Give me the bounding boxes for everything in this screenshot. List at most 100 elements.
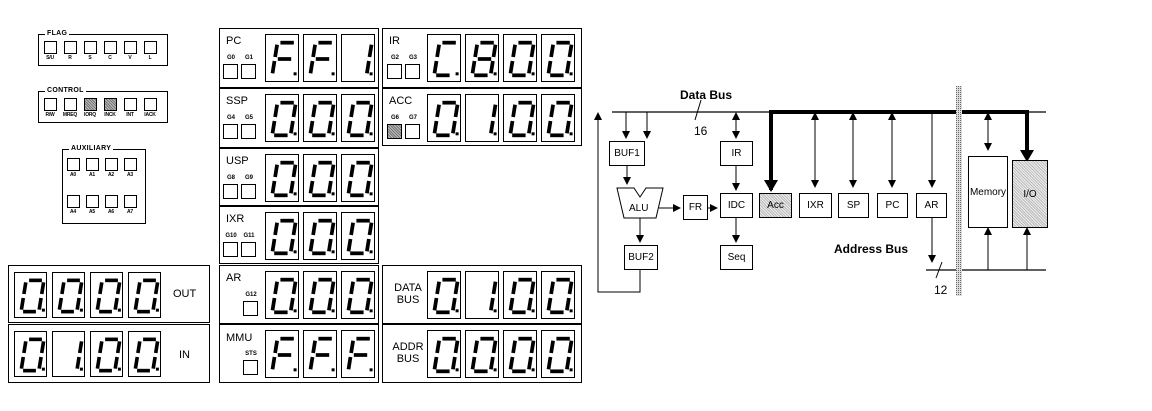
control-lamp-0 (44, 98, 57, 111)
control-lamp-1-label: MREQ (62, 112, 78, 118)
seven-segment-icon (508, 100, 536, 138)
auxiliary-lamp-6 (105, 195, 118, 208)
auxiliary-lamp-3 (124, 158, 137, 171)
flag-lamp-2 (84, 41, 97, 54)
out-label: OUT (173, 288, 197, 300)
ssp-digit-2: 0 (341, 94, 375, 142)
acc-gate-0 (387, 124, 402, 139)
auxiliary-lamp-1-label: A1 (89, 172, 95, 178)
pc-gate-1 (241, 64, 256, 79)
block-fr: FR (683, 195, 708, 220)
block-memory: Memory (968, 156, 1008, 228)
seven-segment-icon (133, 278, 160, 314)
in-label: IN (179, 349, 190, 361)
register-name-ir: IR (389, 35, 400, 47)
seven-segment-icon (19, 278, 46, 314)
usp-digit-2: 0 (341, 154, 375, 202)
ir-gate-0 (387, 64, 402, 79)
acc-digit-0: 0 (427, 94, 461, 142)
auxiliary-title: AUXILIARY (69, 145, 114, 152)
ar-digit-1: 0 (303, 271, 337, 319)
register-name-mmu: MMU (226, 332, 253, 344)
mmu-digit-0: F (265, 330, 299, 378)
ir-gate-0-label: G2 (390, 55, 399, 61)
acc-thick-arrow (764, 180, 778, 192)
acc-digit-3: 0 (541, 94, 575, 142)
block-alu: ALU (629, 203, 649, 214)
ixr-gate-1-label: G11 (243, 233, 255, 239)
seven-segment-icon (365, 44, 374, 76)
seven-segment-icon (19, 337, 46, 373)
ir-digit-1: 8 (465, 34, 499, 82)
data-bus-digit-3: 0 (541, 271, 575, 319)
data-bus-width-label: 16 (694, 124, 708, 138)
alu-shape (616, 187, 664, 219)
ixr-gate-1 (241, 242, 256, 257)
cpu-block-diagram (594, 86, 1046, 296)
seven-segment-icon (270, 277, 298, 315)
seven-segment-icon (308, 100, 336, 138)
chip-boundary (956, 86, 962, 296)
auxiliary-lamp-7 (124, 195, 137, 208)
seven-segment-icon (489, 104, 498, 136)
block-idc: IDC (720, 193, 753, 218)
block-seq: Seq (720, 245, 753, 270)
control-lamp-2 (84, 98, 97, 111)
data-bus-name-line2: BUS (396, 294, 420, 306)
seven-segment-icon (308, 160, 336, 198)
data-bus-width-slash (694, 99, 702, 121)
mmu-gate-0 (243, 360, 258, 375)
flag-lamp-1 (64, 41, 77, 54)
control-lamp-2-label: IORQ (84, 112, 96, 118)
block-acc: Acc (759, 193, 792, 218)
control-lamp-3-label: INCK (104, 112, 116, 118)
seven-segment-icon (432, 336, 460, 374)
block-ixr: IXR (799, 193, 832, 218)
usp-digit-0: 0 (265, 154, 299, 202)
register-name-ar: AR (226, 272, 242, 284)
addr-bus-name-line1: ADDR (392, 341, 424, 353)
seven-segment-icon (270, 160, 298, 198)
seven-segment-icon (75, 341, 84, 371)
seven-segment-icon (432, 40, 459, 78)
seven-segment-icon (270, 100, 298, 138)
flag-lamp-5-label: L (148, 55, 152, 61)
acc-digit-1: 1 (465, 94, 499, 142)
register-name-pc: PC (226, 35, 242, 47)
block-ar: AR (916, 193, 947, 218)
seven-segment-icon (57, 278, 84, 314)
ar-digit-0: 0 (265, 271, 299, 319)
ixr-gate-0 (223, 242, 238, 257)
seven-segment-icon (95, 278, 122, 314)
flag-lamp-3-label: C (108, 55, 112, 61)
flag-lamp-0-label: S/U (46, 55, 54, 61)
data-bus-digit-1: 1 (465, 271, 499, 319)
addr-bus-name: ADDR BUS (391, 341, 425, 365)
out-digit-0: 0 (14, 272, 47, 318)
pc-digit-1: F (303, 34, 337, 82)
flag-lamp-4-label: V (128, 55, 132, 61)
mmu-digit-2: F (341, 330, 375, 378)
in-digit-1: 1 (52, 331, 85, 377)
register-name-acc: ACC (389, 95, 413, 107)
ir-digit-0: C (427, 34, 461, 82)
auxiliary-lamp-5-label: A5 (89, 209, 95, 215)
pc-gate-1-label: G1 (244, 55, 253, 61)
flag-lamp-5 (144, 41, 157, 54)
auxiliary-lamp-6-label: A6 (108, 209, 114, 215)
flag-lamp-1-label: R (68, 55, 72, 61)
in-digit-2: 0 (90, 331, 123, 377)
data-bus-digit-0: 0 (427, 271, 461, 319)
ar-gate-0 (243, 301, 258, 316)
block-sp: SP (838, 193, 869, 218)
seven-segment-icon (95, 337, 122, 373)
seven-segment-icon (470, 336, 498, 374)
block-io: I/O (1012, 160, 1048, 228)
ixr-digit-1: 0 (303, 212, 337, 260)
block-pc: PC (877, 193, 908, 218)
data-bus-name-line1: DATA (394, 282, 422, 294)
control-lamp-4-label: INT (126, 112, 134, 118)
ixr-digit-0: 0 (265, 212, 299, 260)
block-buf2: BUF2 (624, 245, 658, 270)
seven-segment-icon (346, 160, 374, 198)
